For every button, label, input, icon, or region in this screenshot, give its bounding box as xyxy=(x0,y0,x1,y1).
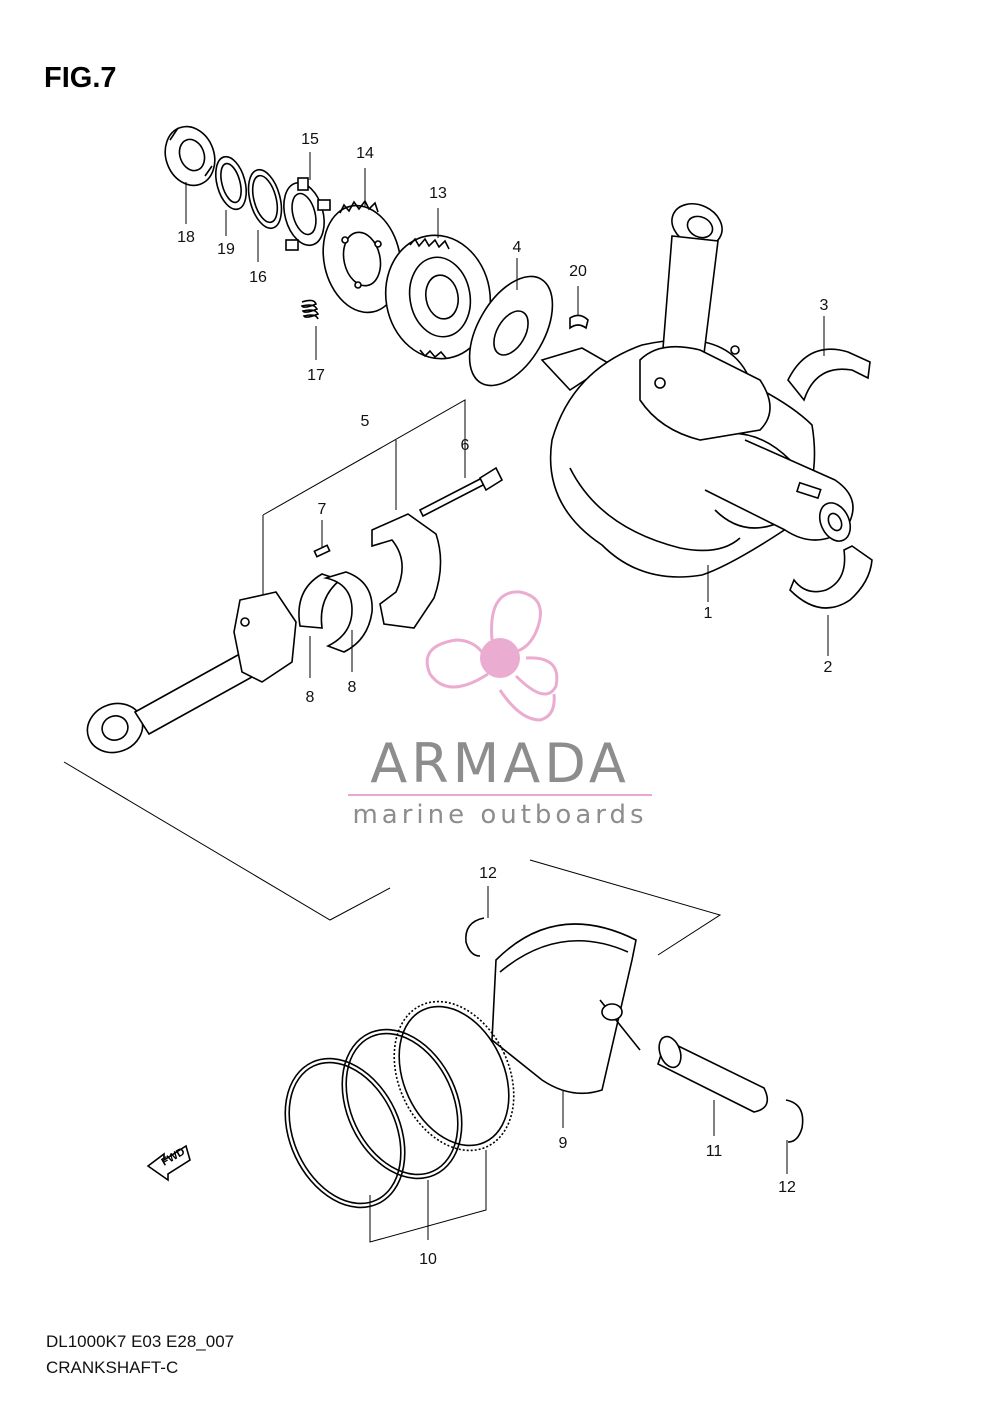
part-7-dowel-pin xyxy=(313,544,331,558)
part-16-circlip xyxy=(247,168,283,230)
part-18-nut xyxy=(164,125,216,187)
callout-15: 15 xyxy=(301,131,319,148)
connecting-rod xyxy=(86,591,297,754)
callout-5: 5 xyxy=(361,413,370,430)
watermark-brand: ARMADA xyxy=(370,732,630,795)
callout-16: 16 xyxy=(249,269,267,286)
callout-1: 1 xyxy=(704,605,713,622)
callout-18: 18 xyxy=(177,229,195,246)
callout-20: 20 xyxy=(569,263,587,280)
part-10-ring-set xyxy=(284,1000,515,1209)
crankshaft-conrod-installed xyxy=(639,203,771,441)
callout-17: 17 xyxy=(307,367,325,384)
part-11-piston-pin xyxy=(657,1035,769,1113)
part-12-circlip-b xyxy=(785,1099,804,1143)
figure-name: CRANKSHAFT-C xyxy=(46,1358,179,1377)
callout-19: 19 xyxy=(217,241,235,258)
callout-3: 3 xyxy=(820,297,829,314)
callout-11: 11 xyxy=(706,1143,723,1160)
part-15-lock-washer xyxy=(283,177,331,251)
part-6-rod-bolt xyxy=(418,466,504,518)
callout-8a: 8 xyxy=(306,689,315,706)
callout-6: 6 xyxy=(461,437,470,454)
callout-9: 9 xyxy=(559,1135,568,1152)
callout-8b: 8 xyxy=(348,679,357,696)
part-4-thrust-washer xyxy=(468,275,554,387)
armada-propeller-logo xyxy=(425,590,559,722)
part-13-gear xyxy=(384,234,492,360)
part-8-bearing-b xyxy=(322,571,373,653)
part-9-piston xyxy=(491,923,641,1095)
callout-12a: 12 xyxy=(479,865,497,882)
part-17-spring xyxy=(300,299,320,320)
callout-12b: 12 xyxy=(778,1179,796,1196)
callout-4: 4 xyxy=(513,239,522,256)
part-2-main-bearing-lower xyxy=(789,545,873,609)
callout-7: 7 xyxy=(318,501,327,518)
callout-13: 13 xyxy=(429,185,447,202)
part-8-bearing-a xyxy=(298,573,342,629)
part-20-key xyxy=(569,314,589,330)
callout-10: 10 xyxy=(419,1251,437,1268)
part-3-main-bearing-upper xyxy=(787,348,871,402)
watermark-tagline: marine outboards xyxy=(352,800,647,830)
figure-code: DL1000K7 E03 E28_007 xyxy=(46,1332,235,1351)
figure-title: FIG.7 xyxy=(44,62,117,94)
callout-2: 2 xyxy=(824,659,833,676)
part-19-washer xyxy=(214,155,248,211)
rod-cap xyxy=(371,513,442,629)
callout-14: 14 xyxy=(356,145,374,162)
part-12-circlip-a xyxy=(465,917,485,957)
fwd-arrow-icon: FWD xyxy=(146,1144,191,1182)
part-14-gear xyxy=(322,199,402,314)
